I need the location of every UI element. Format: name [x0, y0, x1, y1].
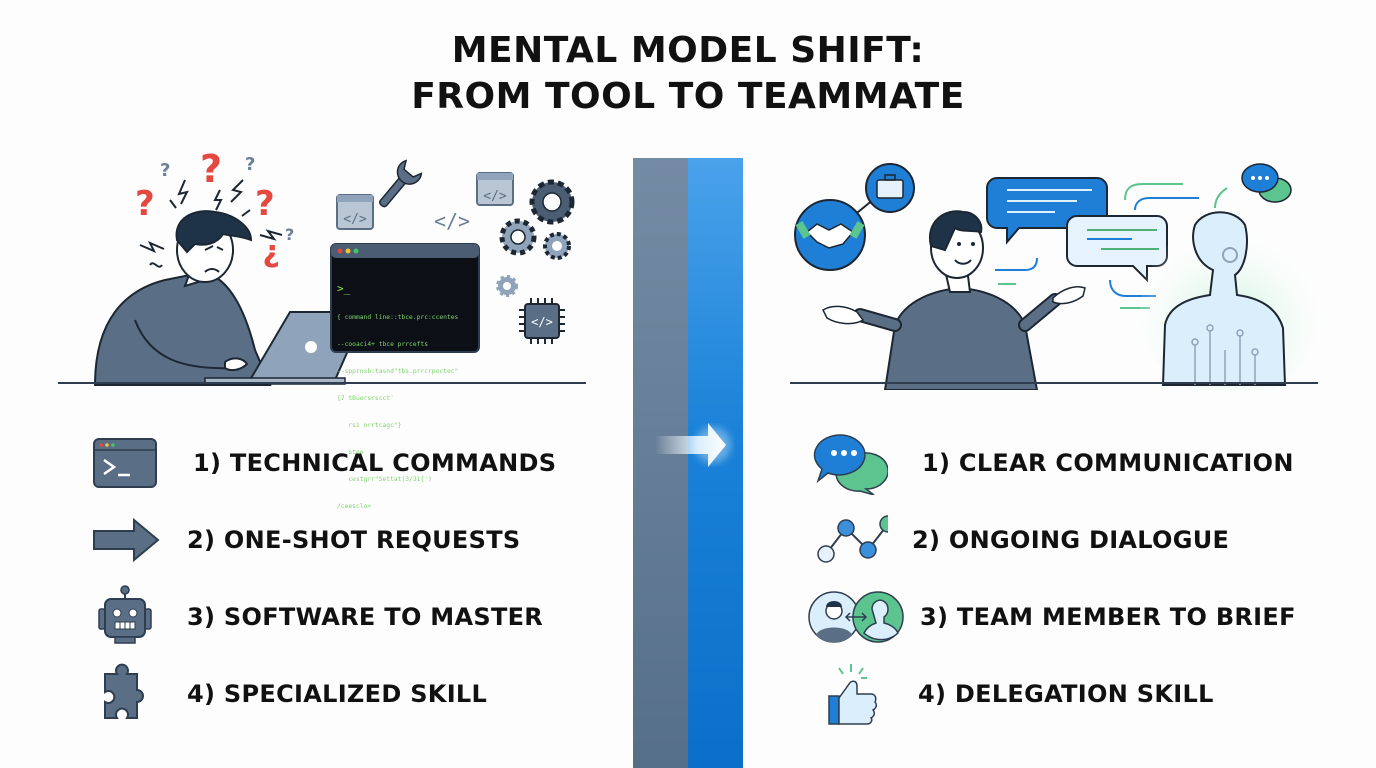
thumbs-up-icon [812, 664, 888, 725]
svg-text:?: ? [263, 237, 280, 272]
item-label: 1) TECHNICAL COMMANDS [193, 449, 557, 477]
terminal-icon [87, 433, 163, 493]
svg-text:?: ? [135, 184, 155, 224]
svg-text:</>: </> [483, 189, 507, 204]
terminal-line: { command line::tbce.prc:ccentes [337, 314, 459, 321]
svg-text:?: ? [245, 154, 255, 175]
item-label: 4) SPECIALIZED SKILL [187, 680, 488, 708]
code-window-icon: </> [476, 172, 514, 206]
list-item-specialized-skill: 4) SPECIALIZED SKILL [87, 663, 488, 724]
terminal-line: /ceesclo> [337, 503, 372, 510]
terminal-line: rsi orrtcagc"} [337, 422, 402, 429]
right-scene-teammate-illustration [785, 150, 1325, 400]
svg-text:</>: </> [531, 315, 553, 329]
human-ai-exchange-icon [806, 587, 906, 647]
divider-teammate-side [688, 158, 743, 768]
svg-text:</>: </> [343, 212, 367, 227]
item-label: 1) CLEAR COMMUNICATION [922, 449, 1294, 477]
item-label: 2) ONGOING DIALOGUE [912, 526, 1230, 554]
list-item-clear-communication: 1) CLEAR COMMUNICATION [812, 433, 1294, 495]
svg-text:?: ? [200, 147, 222, 191]
title-line-2: FROM TOOL TO TEAMMATE [411, 76, 965, 117]
item-label: 2) ONE-SHOT REQUESTS [187, 526, 521, 554]
terminal-line: --spprnsb:tasnd"tbs.prrcrpoctec" [337, 368, 459, 375]
terminal-line: {7 tBuersrscct' [337, 395, 394, 402]
svg-text:?: ? [255, 184, 275, 224]
svg-text:?: ? [285, 225, 294, 244]
chat-bubbles-icon [812, 433, 888, 495]
shift-arrow-icon [655, 423, 731, 467]
puzzle-piece-icon [87, 663, 163, 724]
arrow-right-icon [87, 510, 163, 570]
page-title: MENTAL MODEL SHIFT: FROM TOOL TO TEAMMAT… [0, 28, 1376, 120]
terminal-line: stee [337, 449, 364, 456]
handshake-icon [794, 199, 866, 271]
title-line-1: MENTAL MODEL SHIFT: [451, 30, 925, 71]
chip-icon: </> [519, 298, 565, 344]
robot-icon [87, 585, 163, 647]
terminal-prompt: >_ [337, 282, 351, 295]
gears-icon [496, 179, 575, 297]
speech-bubble-icon [1066, 215, 1168, 283]
frustrated-user-illustration: ? ? ? ? ? ? ? [93, 147, 575, 386]
list-item-delegation-skill: 4) DELEGATION SKILL [812, 664, 1214, 725]
terminal-line: --cooaci4+ tbce prrcefts [337, 341, 428, 348]
item-label: 4) DELEGATION SKILL [918, 680, 1214, 708]
list-item-one-shot-requests: 2) ONE-SHOT REQUESTS [87, 510, 520, 570]
question-marks-icon: ? ? ? ? ? ? ? [135, 147, 294, 272]
list-item-technical-commands: 1) TECHNICAL COMMANDS [87, 433, 556, 493]
signal-lines [995, 183, 1228, 309]
briefcase-icon [865, 163, 915, 213]
code-tag-icon: </> [434, 209, 470, 233]
svg-text:?: ? [160, 160, 170, 181]
chat-bubbles-small-icon [1241, 163, 1292, 203]
stress-lines-icon [139, 179, 283, 268]
terminal-window [330, 243, 480, 353]
right-floor-line [790, 382, 1318, 384]
divider-tool-side [633, 158, 688, 768]
item-label: 3) SOFTWARE TO MASTER [187, 603, 544, 631]
item-label: 3) TEAM MEMBER TO BRIEF [920, 603, 1296, 631]
left-floor-line [58, 382, 586, 384]
connected-nodes-icon [812, 510, 888, 570]
wrench-icon [378, 159, 423, 208]
transition-divider [633, 158, 743, 768]
list-item-software-to-master: 3) SOFTWARE TO MASTER [87, 585, 544, 647]
list-item-ongoing-dialogue: 2) ONGOING DIALOGUE [812, 510, 1229, 570]
ai-teammate-figure [1140, 211, 1320, 400]
list-item-team-member-to-brief: 3) TEAM MEMBER TO BRIEF [806, 587, 1296, 647]
terminal-text: >_ { command line::tbce.prc:ccentes --co… [337, 264, 477, 529]
collaboration-illustration [794, 163, 1320, 400]
code-window-icon: </> [336, 194, 374, 230]
terminal-line: cestgrr"Settat(3/31{') [337, 476, 432, 483]
left-scene-tool-illustration: ? ? ? ? ? ? ? [55, 140, 595, 510]
